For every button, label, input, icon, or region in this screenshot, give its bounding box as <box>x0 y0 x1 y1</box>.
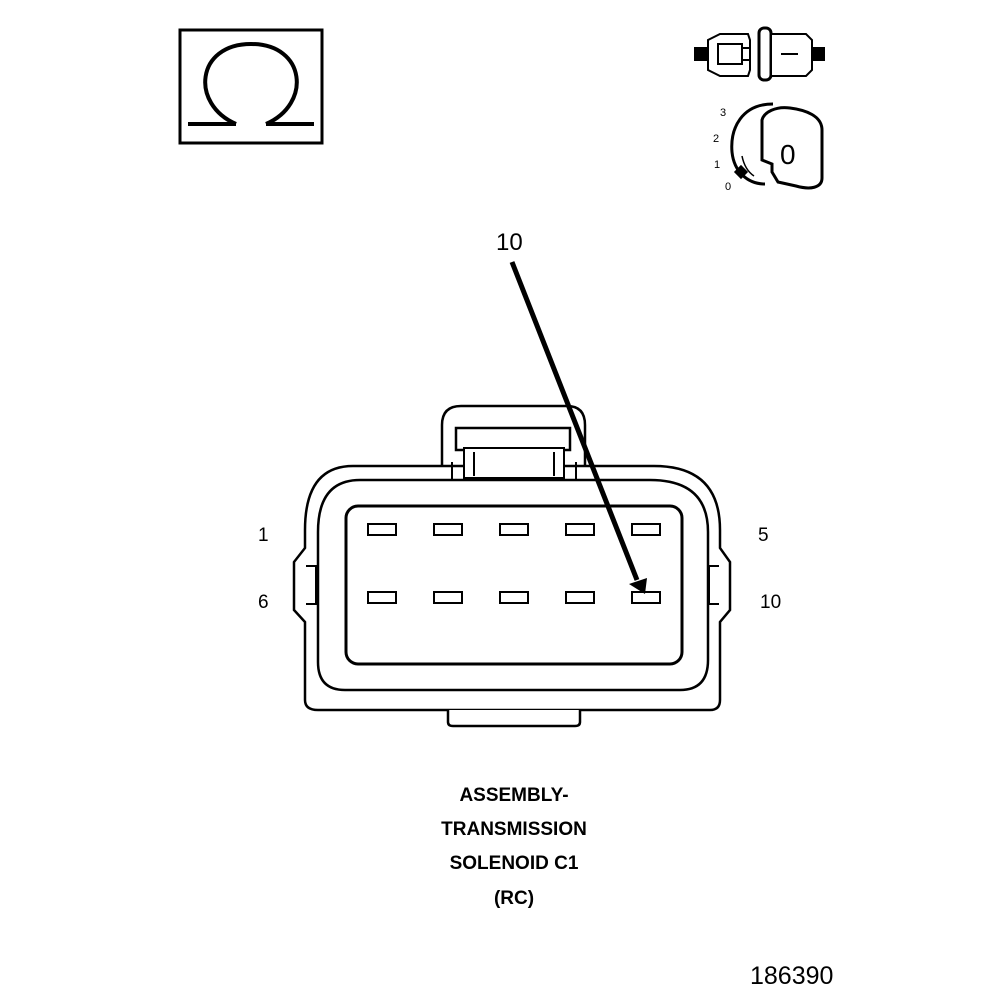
key-label: 0 <box>780 139 796 170</box>
pin-label-5: 5 <box>758 525 769 546</box>
pin-cavity-1 <box>367 523 397 536</box>
caption: ASSEMBLY- TRANSMISSION SOLENOID C1 (RC) <box>441 785 587 909</box>
ohmmeter-icon <box>178 28 324 145</box>
pin-label-6: 6 <box>258 592 269 613</box>
key-position-0: 0 <box>725 181 731 193</box>
caption-line-2: TRANSMISSION <box>441 819 587 840</box>
pin-cavity-6 <box>367 591 397 604</box>
pin-label-10: 10 <box>760 592 781 613</box>
pin-grid <box>367 523 661 604</box>
pin-cavity-5 <box>631 523 661 536</box>
connector-body <box>292 404 732 728</box>
pin-label-1: 1 <box>258 525 269 546</box>
caption-line-3: SOLENOID C1 <box>450 853 579 874</box>
callout-label: 10 <box>496 229 523 256</box>
key-position-2: 2 <box>713 133 719 145</box>
pin-cavity-4 <box>565 523 595 536</box>
pin-cavity-2 <box>433 523 463 536</box>
ignition-key-icon: 3 2 1 0 0 <box>713 102 824 193</box>
caption-line-4: (RC) <box>494 888 534 909</box>
pin-cavity-3 <box>499 523 529 536</box>
caption-line-1: ASSEMBLY- <box>459 785 568 806</box>
pin-cavity-9 <box>565 591 595 604</box>
pin-cavity-7 <box>433 591 463 604</box>
key-position-1: 1 <box>714 159 720 171</box>
key-position-3: 3 <box>720 107 726 119</box>
pin-cavity-8 <box>499 591 529 604</box>
disconnected-connector-icon <box>694 26 825 82</box>
figure-id: 186390 <box>750 962 833 990</box>
pin-cavity-10 <box>631 591 661 604</box>
callout-arrow <box>509 261 647 594</box>
